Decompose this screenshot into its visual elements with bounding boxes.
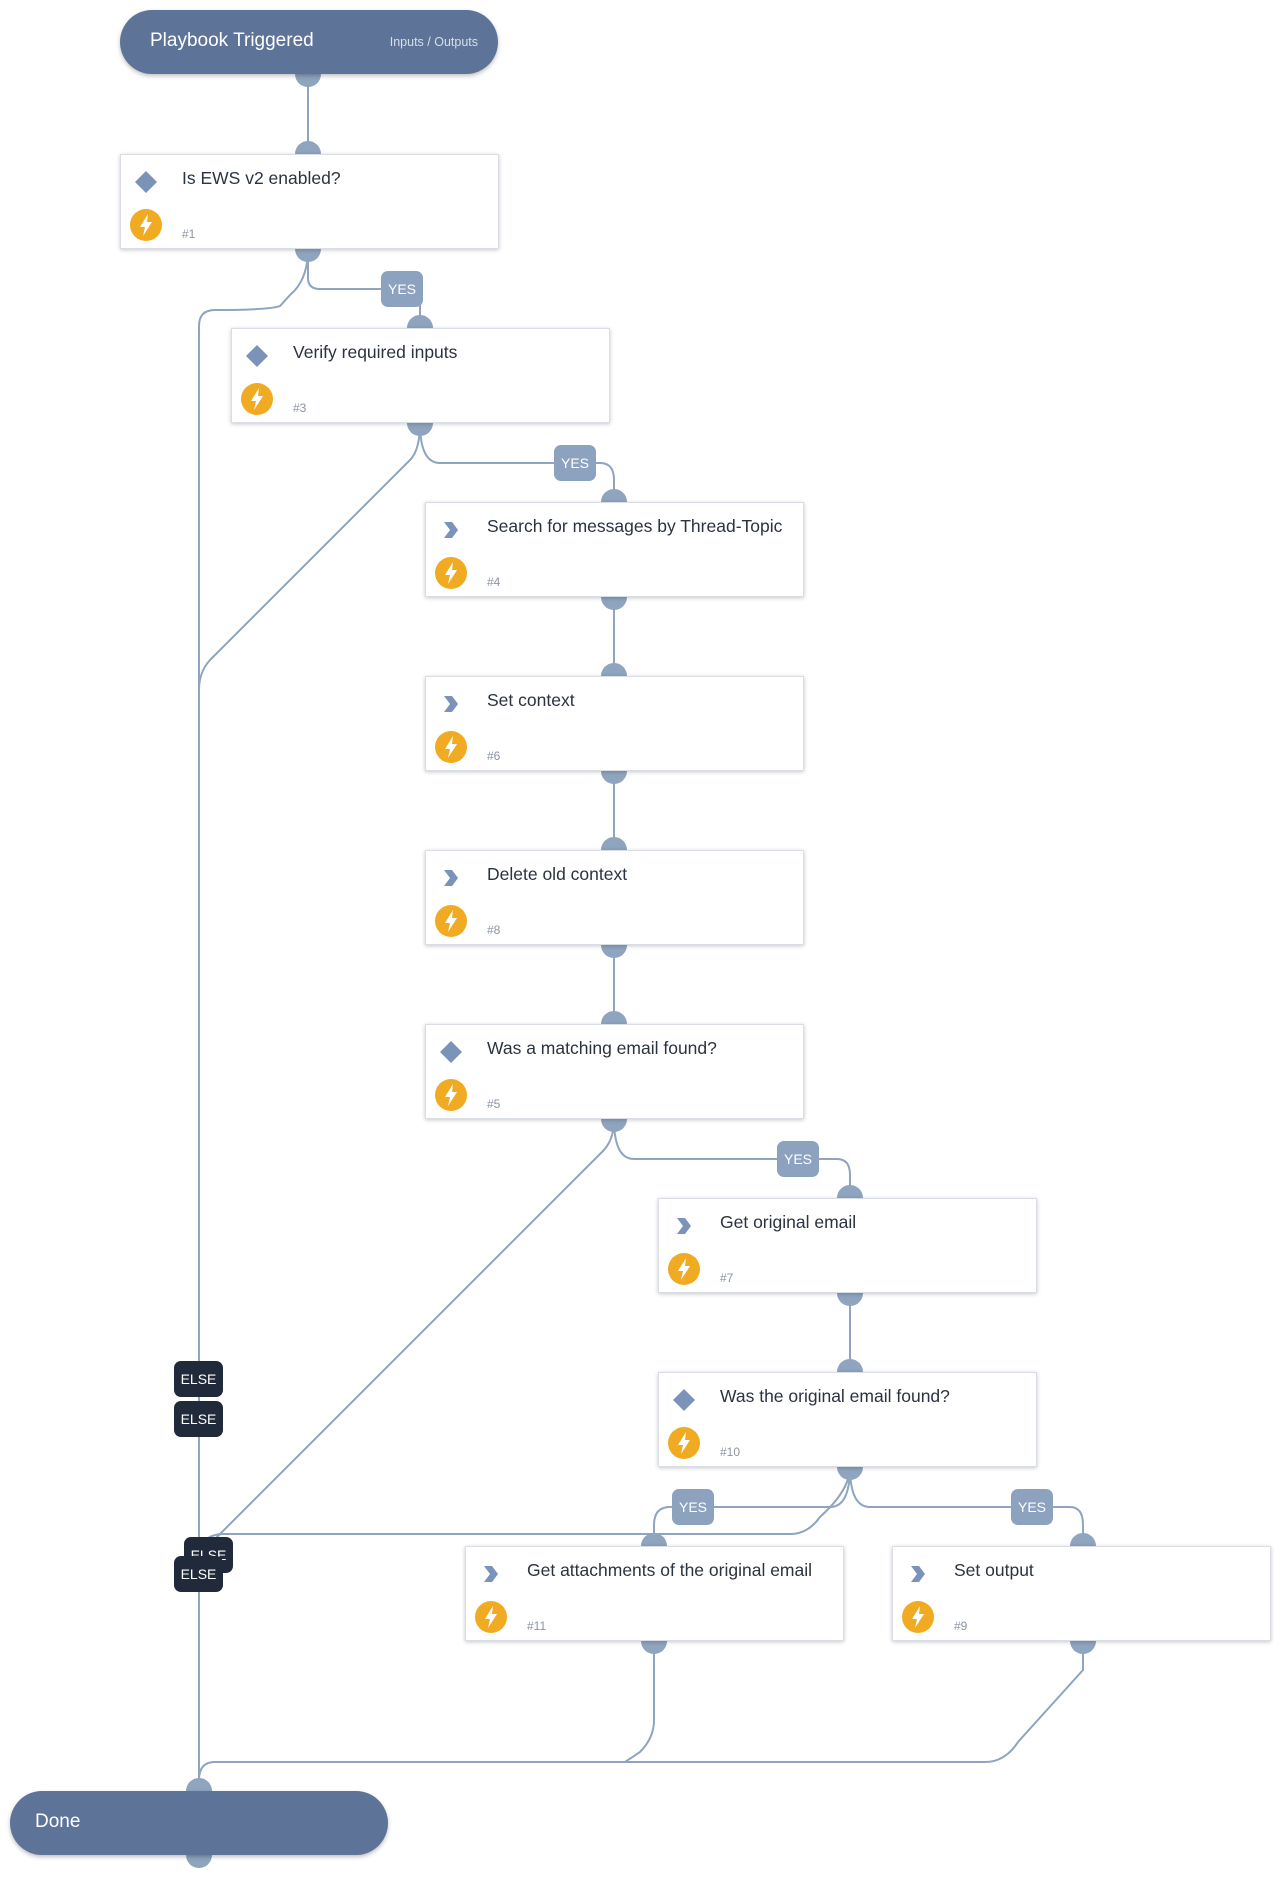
edge-found-yes-to-attachments (653, 1466, 851, 1546)
connector-port[interactable] (295, 249, 321, 262)
task-id: #11 (527, 1619, 547, 1633)
edge-ews-else-to-done (198, 248, 309, 1791)
start-title: Playbook Triggered (150, 30, 314, 51)
task-id: #4 (487, 575, 501, 589)
task-id: #10 (720, 1445, 741, 1459)
end-node[interactable]: Done (10, 1791, 388, 1855)
chevron-right-icon (484, 1566, 498, 1582)
edge-verify-yes-to-search (419, 422, 615, 502)
else-label[interactable]: ELSE (174, 1361, 223, 1397)
bolt-icon (668, 1427, 700, 1459)
task-id: #9 (954, 1619, 968, 1633)
task-set-output[interactable]: Set output #9 (892, 1546, 1271, 1641)
task-name: Was the original email found? (720, 1386, 950, 1406)
end-title: Done (35, 1811, 81, 1832)
bolt-icon (435, 905, 467, 937)
connector-port[interactable] (641, 1641, 667, 1654)
bolt-icon (435, 1079, 467, 1111)
task-name: Set output (954, 1560, 1034, 1580)
edge-output-to-done (215, 1641, 1084, 1763)
connector-port[interactable] (837, 1359, 863, 1372)
task-name: Search for messages by Thread-Topic (487, 516, 783, 536)
task-name: Set context (487, 690, 575, 710)
task-name: Was a matching email found? (487, 1038, 717, 1058)
task-id: #3 (293, 401, 307, 415)
task-set-context[interactable]: Set context #6 (425, 676, 804, 771)
connector-port[interactable] (186, 1778, 212, 1791)
bolt-icon (130, 209, 162, 241)
edge-matching-else-to-done (198, 1118, 615, 1791)
task-original-email-found[interactable]: Was the original email found? #10 (658, 1372, 1037, 1467)
inputs-outputs-link[interactable]: Inputs / Outputs (389, 35, 478, 49)
start-node[interactable]: Playbook Triggered Inputs / Outputs (120, 10, 498, 74)
task-get-attachments[interactable]: Get attachments of the original email #1… (465, 1546, 844, 1641)
else-label[interactable]: ELSE (174, 1556, 223, 1592)
bolt-icon (668, 1253, 700, 1285)
connector-port[interactable] (601, 1119, 627, 1132)
edge-found-yes-to-output (849, 1466, 1084, 1546)
task-id: #1 (182, 227, 196, 241)
chevron-right-icon (677, 1218, 691, 1234)
task-verify-inputs[interactable]: Verify required inputs #3 (231, 328, 610, 423)
chevron-right-icon (444, 522, 458, 538)
connector-port[interactable] (837, 1467, 863, 1480)
connector-port[interactable] (837, 1185, 863, 1198)
bolt-icon (241, 383, 273, 415)
connector-port[interactable] (1070, 1641, 1096, 1654)
diamond-icon (673, 1389, 695, 1411)
task-name: Delete old context (487, 864, 628, 884)
task-name: Is EWS v2 enabled? (182, 168, 341, 188)
connector-port[interactable] (837, 1293, 863, 1306)
yes-label[interactable]: YES (777, 1141, 819, 1177)
task-get-original-email[interactable]: Get original email #7 (658, 1198, 1037, 1293)
chevron-right-icon (911, 1566, 925, 1582)
task-id: #7 (720, 1271, 734, 1285)
bolt-icon (475, 1601, 507, 1633)
task-id: #6 (487, 749, 501, 763)
edge-verify-else-to-done (198, 422, 421, 1791)
bolt-icon (902, 1601, 934, 1633)
connector-port[interactable] (601, 771, 627, 784)
task-delete-old-context[interactable]: Delete old context #8 (425, 850, 804, 945)
connector-port[interactable] (601, 597, 627, 610)
connector-port[interactable] (295, 141, 321, 154)
task-name: Get original email (720, 1212, 857, 1232)
connector-port[interactable] (295, 74, 321, 87)
diamond-icon (246, 345, 268, 367)
connector-port[interactable] (601, 1011, 627, 1024)
bolt-icon (435, 557, 467, 589)
task-id: #5 (487, 1097, 501, 1111)
task-name: Get attachments of the original email (527, 1560, 813, 1580)
connector-port[interactable] (186, 1855, 212, 1868)
diamond-icon (135, 171, 157, 193)
connector-port[interactable] (407, 423, 433, 436)
connector-port[interactable] (407, 315, 433, 328)
connector-port[interactable] (601, 489, 627, 502)
task-id: #8 (487, 923, 501, 937)
task-search-messages[interactable]: Search for messages by Thread-Topic #4 (425, 502, 804, 597)
task-ews-enabled[interactable]: Is EWS v2 enabled? #1 (120, 154, 499, 249)
connector-port[interactable] (601, 663, 627, 676)
bolt-icon (435, 731, 467, 763)
yes-label[interactable]: YES (381, 271, 423, 307)
task-name: Verify required inputs (293, 342, 458, 362)
chevron-right-icon (444, 870, 458, 886)
edge-attachments-to-done (198, 1641, 655, 1791)
connector-port[interactable] (1070, 1533, 1096, 1546)
connector-port[interactable] (601, 837, 627, 850)
connector-port[interactable] (641, 1533, 667, 1546)
chevron-right-icon (444, 696, 458, 712)
edge-matching-yes-to-original (613, 1118, 851, 1198)
else-label[interactable]: ELSE (174, 1401, 223, 1437)
diamond-icon (440, 1041, 462, 1063)
connector-port[interactable] (601, 945, 627, 958)
yes-label[interactable]: YES (1011, 1489, 1053, 1525)
task-matching-email-found[interactable]: Was a matching email found? #5 (425, 1024, 804, 1119)
yes-label[interactable]: YES (672, 1489, 714, 1525)
yes-label[interactable]: YES (554, 445, 596, 481)
